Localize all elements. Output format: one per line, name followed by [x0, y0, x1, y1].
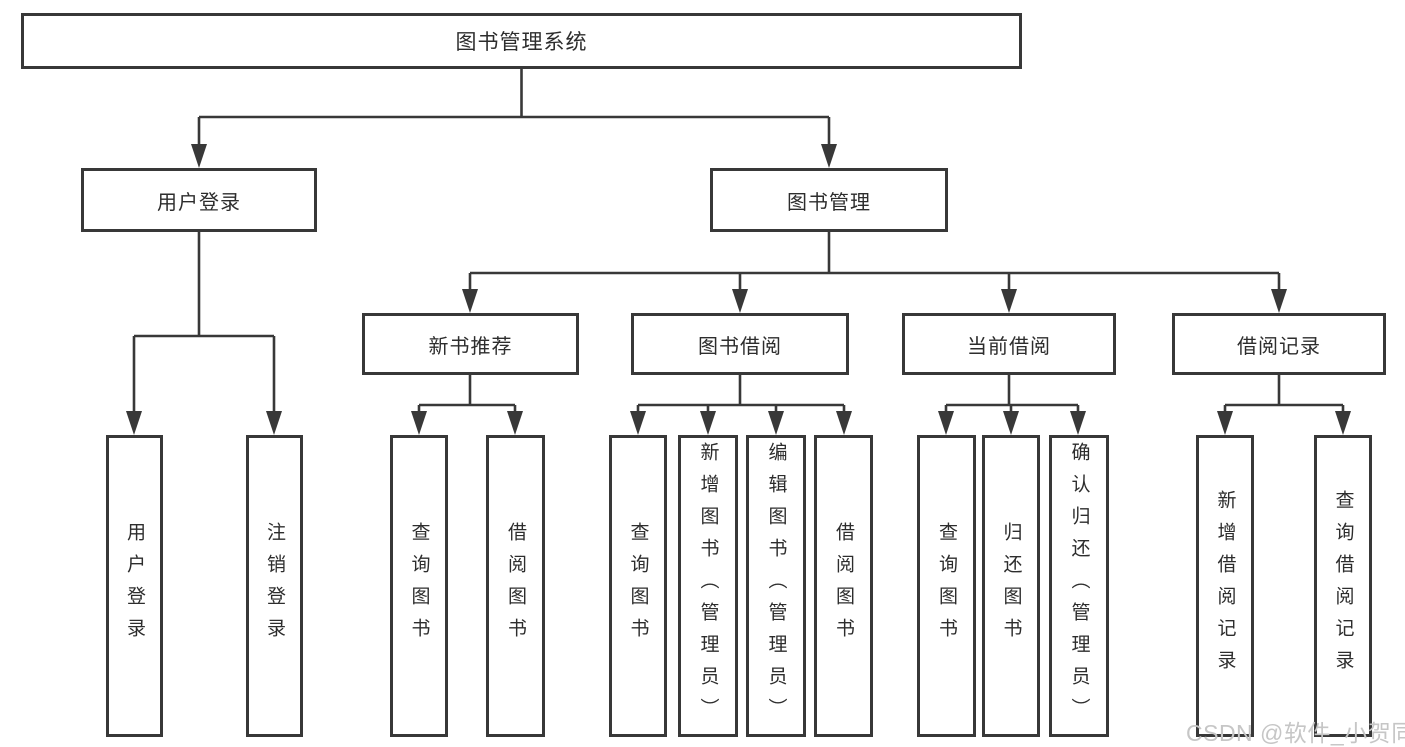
node-book-management: 图书管理 [710, 168, 948, 232]
leaf-label: 编辑图书（管理员） [765, 442, 787, 730]
leaf-label: 查询图书 [627, 522, 649, 650]
node-current-borrowing: 当前借阅 [902, 313, 1116, 375]
leaf-label: 用户登录 [124, 522, 145, 650]
leaf-label: 查询借阅记录 [1332, 490, 1354, 682]
node-user-login: 用户登录 [81, 168, 317, 232]
leaf-label: 查询图书 [936, 522, 957, 650]
node-label: 图书借阅 [698, 335, 782, 358]
leaf-label: 归还图书 [1000, 522, 1022, 650]
node-label: 用户登录 [157, 191, 241, 214]
node-borrowing-records: 借阅记录 [1172, 313, 1386, 375]
node-root: 图书管理系统 [21, 13, 1022, 69]
node-label: 当前借阅 [967, 335, 1051, 358]
leaf-query-books-2: 查询图书 [609, 435, 667, 737]
watermark: CSDN @软件_小贺同学 [1186, 720, 1405, 746]
leaf-query-books-1: 查询图书 [390, 435, 448, 737]
leaf-add-borrow-record: 新增借阅记录 [1196, 435, 1254, 737]
leaf-edit-book-admin: 编辑图书（管理员） [746, 435, 806, 737]
leaf-label: 新增图书（管理员） [697, 442, 719, 730]
leaf-user-login: 用户登录 [106, 435, 163, 737]
leaf-borrow-books-1: 借阅图书 [486, 435, 545, 737]
leaf-confirm-return-admin: 确认归还（管理员） [1049, 435, 1109, 737]
leaf-query-books-3: 查询图书 [917, 435, 976, 737]
leaf-borrow-books-2: 借阅图书 [814, 435, 873, 737]
node-label: 借阅记录 [1237, 335, 1321, 358]
node-label: 图书管理 [787, 191, 871, 214]
leaf-label: 新增借阅记录 [1214, 490, 1236, 682]
leaf-query-borrow-record: 查询借阅记录 [1314, 435, 1372, 737]
leaf-label: 确认归还（管理员） [1068, 442, 1090, 730]
leaf-add-book-admin: 新增图书（管理员） [678, 435, 738, 737]
node-book-borrowing: 图书借阅 [631, 313, 849, 375]
leaf-logout: 注销登录 [246, 435, 303, 737]
leaf-label: 借阅图书 [505, 522, 526, 650]
node-new-book-recommend: 新书推荐 [362, 313, 579, 375]
leaf-label: 借阅图书 [833, 522, 854, 650]
leaf-label: 查询图书 [408, 522, 430, 650]
node-label: 图书管理系统 [455, 31, 588, 54]
leaf-label: 注销登录 [264, 522, 285, 650]
node-label: 新书推荐 [428, 335, 513, 358]
leaf-return-books: 归还图书 [982, 435, 1040, 737]
